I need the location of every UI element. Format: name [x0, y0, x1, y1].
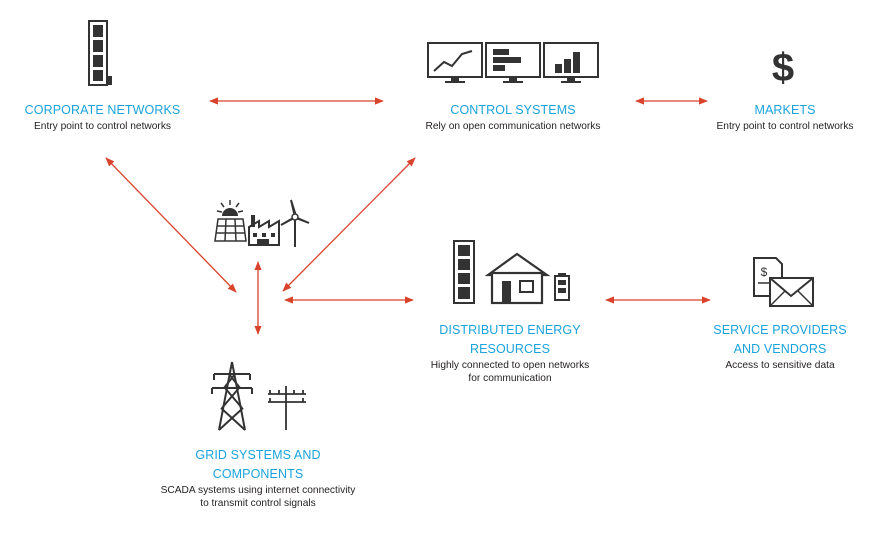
- house-battery-icon: [452, 239, 576, 309]
- node-description-line1: Highly connected to open networks: [430, 360, 590, 371]
- node-corporate-networks: CORPORATE NETWORKS Entry point to contro…: [0, 101, 205, 133]
- node-markets: MARKETS Entry point to control networks: [695, 101, 875, 133]
- svg-text:$: $: [772, 46, 794, 90]
- transmission-tower-icon: [211, 360, 312, 432]
- node-service-providers: SERVICE PROVIDERS AND VENDORS Access to …: [690, 321, 870, 372]
- node-description-line2: to transmit control signals: [200, 498, 316, 509]
- node-description: Rely on open communication networks: [425, 121, 601, 132]
- arrow-corporate-grid: [105, 157, 237, 293]
- node-description: Access to sensitive data: [725, 360, 835, 371]
- node-title-line1: GRID SYSTEMS AND: [195, 448, 321, 462]
- node-title-line2: COMPONENTS: [212, 467, 304, 481]
- monitors-icon: [427, 42, 599, 84]
- node-title-line1: DISTRIBUTED ENERGY: [439, 323, 581, 337]
- node-title-line2: AND VENDORS: [733, 342, 827, 356]
- node-title: CONTROL SYSTEMS: [450, 103, 576, 117]
- server-rack-icon: [88, 20, 114, 90]
- node-grid-systems: GRID SYSTEMS AND COMPONENTS SCADA system…: [128, 446, 388, 510]
- generation-icon: [213, 197, 315, 249]
- node-title: MARKETS: [754, 103, 816, 117]
- node-description-line1: SCADA systems using internet connectivit…: [160, 485, 356, 496]
- node-title-line1: SERVICE PROVIDERS: [713, 323, 847, 337]
- node-title-line2: RESOURCES: [469, 342, 551, 356]
- dollar-icon: $: [771, 46, 795, 90]
- arrow-control-grid: [282, 157, 416, 292]
- invoice-envelope-icon: $: [752, 256, 816, 310]
- node-description: Entry point to control networks: [33, 121, 172, 132]
- node-description-line2: for communication: [468, 373, 552, 384]
- node-description: Entry point to control networks: [716, 121, 854, 132]
- svg-text:$: $: [761, 265, 768, 279]
- node-title: CORPORATE NETWORKS: [24, 103, 181, 117]
- node-control-systems: CONTROL SYSTEMS Rely on open communicati…: [383, 101, 643, 133]
- node-distributed-energy-resources: DISTRIBUTED ENERGY RESOURCES Highly conn…: [395, 321, 625, 385]
